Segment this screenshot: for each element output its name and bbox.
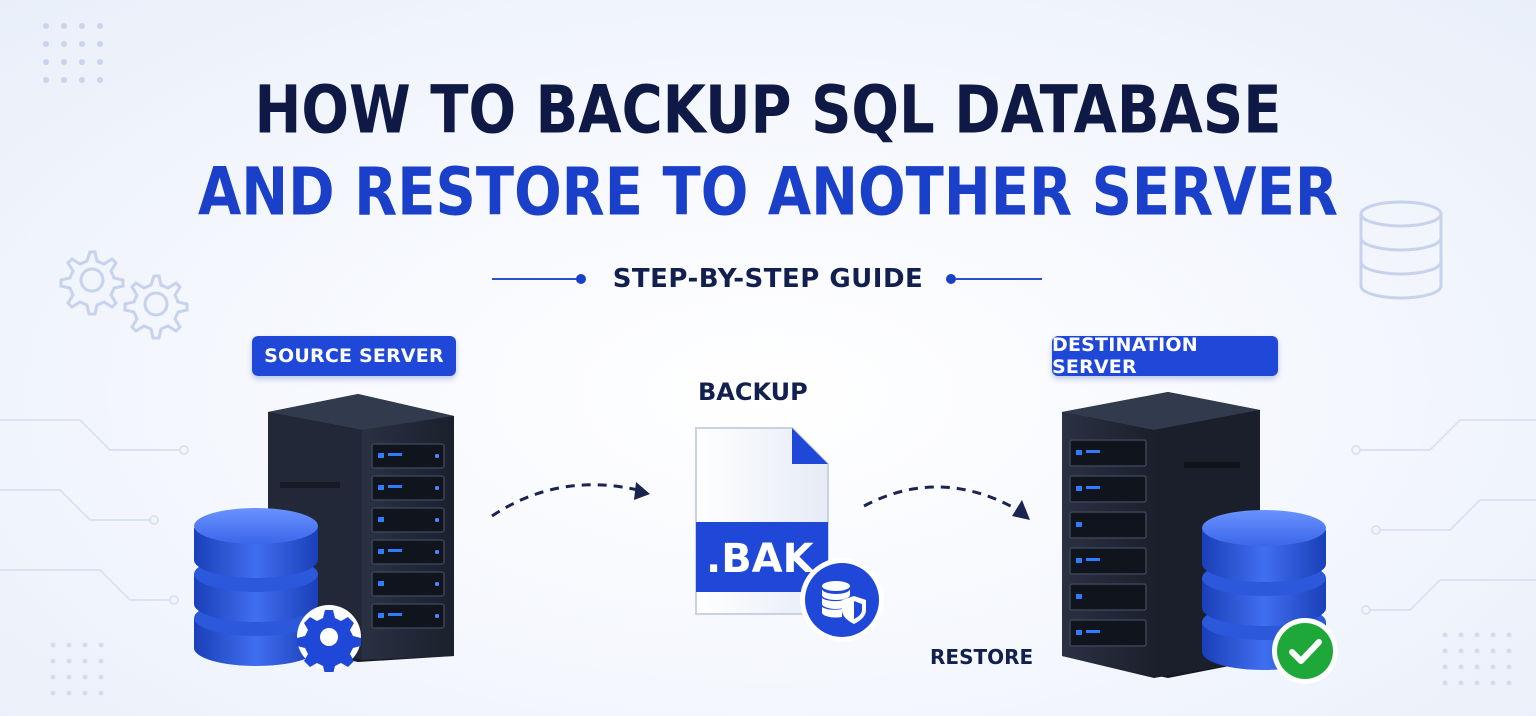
checkmark-icon [1272, 618, 1338, 684]
restore-label: RESTORE [930, 645, 1034, 669]
source-server-label: SOURCE SERVER [252, 336, 456, 376]
page-title-line-2: AND RESTORE TO ANOTHER SERVER [197, 154, 1339, 231]
subtitle-dot-right [946, 274, 956, 284]
subtitle-dot-left [576, 274, 586, 284]
destination-server-label: DESTINATION SERVER [1052, 334, 1278, 378]
page-subtitle: STEP-BY-STEP GUIDE [612, 264, 924, 294]
gear-icon [59, 250, 189, 340]
database-shield-icon [800, 558, 884, 642]
dot-grid-bottom-left [50, 642, 104, 696]
bak-extension-label: .BAK [706, 536, 814, 582]
page-title-line-1: HOW TO BACKUP SQL DATABASE [254, 72, 1282, 149]
circuit-lines-right [1351, 419, 1536, 615]
subtitle-rule-right [956, 278, 1042, 280]
restore-arrow [863, 485, 1030, 520]
gear-icon [297, 605, 361, 672]
database-icon [1359, 200, 1443, 300]
backup-arrow [491, 482, 650, 518]
dot-grid-bottom-right [1442, 632, 1512, 686]
circuit-lines-left [0, 419, 189, 605]
subtitle-rule-left [492, 278, 580, 280]
backup-label: BACKUP [698, 378, 808, 406]
dot-grid-top-left [43, 23, 103, 83]
source-database [194, 508, 318, 666]
